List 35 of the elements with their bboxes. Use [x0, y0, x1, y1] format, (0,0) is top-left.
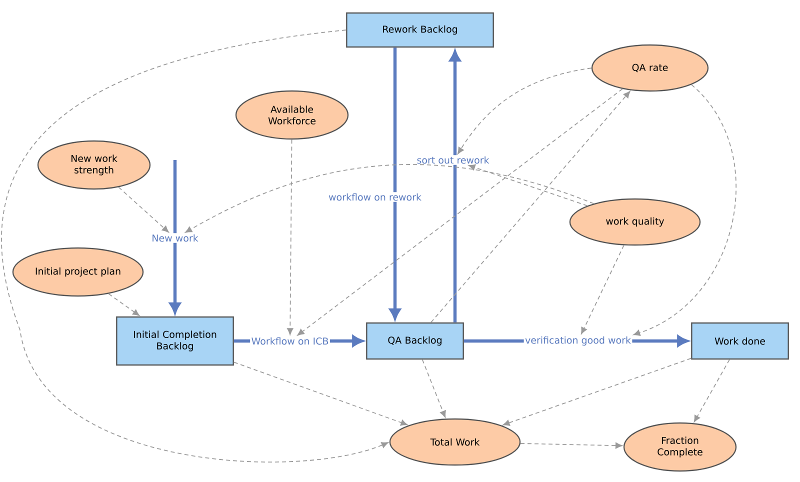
dependency-arrow: [502, 358, 692, 426]
flow-pipe: [234, 339, 250, 343]
dependency-arrow: [458, 68, 592, 154]
flow-pipe: [453, 164, 457, 322]
dependency-arrow: [118, 186, 169, 232]
flow-arrow: [449, 50, 461, 156]
dependency-arrow: [297, 88, 623, 336]
stock-box: Work done: [691, 322, 789, 360]
flow-pipe: [464, 339, 524, 343]
dependency-arrow: [581, 244, 624, 334]
flow-arrow: [330, 335, 364, 347]
flow-pipe: [173, 160, 177, 234]
flow-arrow: [169, 242, 181, 314]
flow-label: sort out rework: [416, 155, 490, 165]
flow-arrow: [389, 202, 401, 320]
dependency-arrow: [430, 91, 630, 323]
flow-arrow: [632, 335, 688, 347]
dependency-arrow: [233, 362, 408, 426]
dependency-arrow: [287, 139, 294, 335]
stock-box: QA Backlog: [366, 322, 464, 360]
stock-box: Rework Backlog: [346, 12, 494, 48]
dependency-arrow: [422, 359, 446, 418]
dependency-arrow: [520, 442, 622, 449]
dependency-arrow: [633, 84, 736, 336]
stock-box: Initial Completion Backlog: [116, 316, 234, 366]
dependency-arrow: [694, 359, 730, 422]
dependency-arrow: [108, 293, 140, 316]
flow-label: New work: [150, 233, 200, 243]
flow-label: verification good work: [524, 335, 632, 347]
dependency-arrow: [468, 164, 588, 206]
dependency-arrow: [2, 30, 388, 462]
flow-label: Workflow on ICB: [250, 336, 330, 346]
dependency-arrow: [185, 164, 594, 233]
flow-label: workflow on rework: [328, 192, 422, 202]
flow-pipe: [393, 48, 397, 192]
